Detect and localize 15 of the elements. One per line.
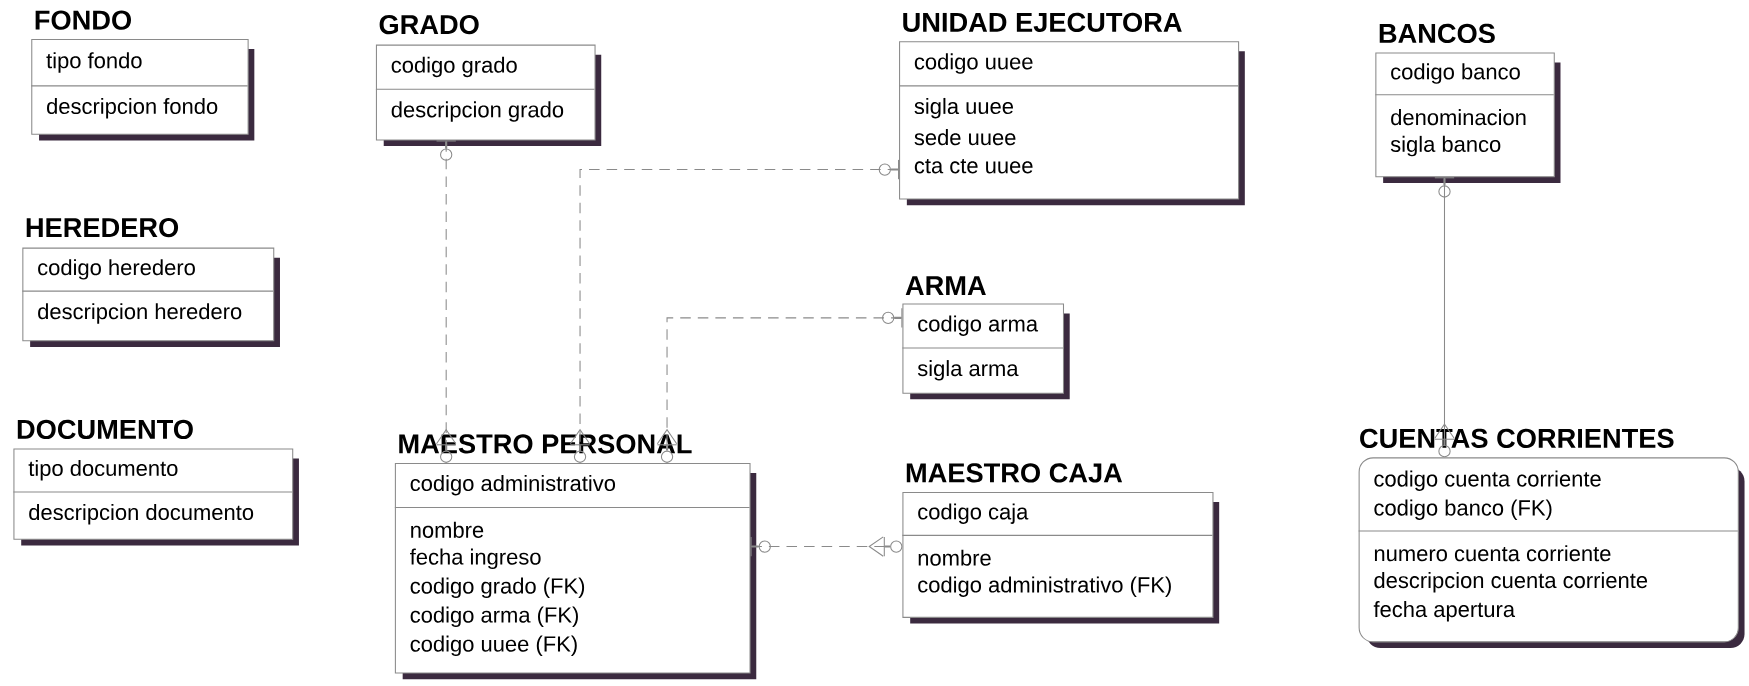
entity-title: DOCUMENTO [17, 419, 193, 440]
entity-title: FONDO [35, 10, 131, 30]
entity-title: CUENTAS CORRIENTES [1360, 428, 1674, 448]
relationship-line [569, 159, 900, 463]
entity-title: GRADO [379, 14, 479, 35]
entity-title: MAESTRO CAJA [906, 463, 1123, 483]
entity-title: HEREDERO [26, 217, 179, 238]
entity-title: UNIDAD EJECUTORA [903, 12, 1182, 32]
relationship-line [436, 140, 457, 463]
relationship-line [750, 536, 903, 557]
entity-title: ARMA [905, 276, 986, 295]
entity-title: BANCOS [1379, 23, 1495, 44]
relationship-line [656, 307, 903, 463]
relationship-line [1434, 177, 1455, 458]
entity-title: MAESTRO PERSONAL [399, 434, 692, 454]
